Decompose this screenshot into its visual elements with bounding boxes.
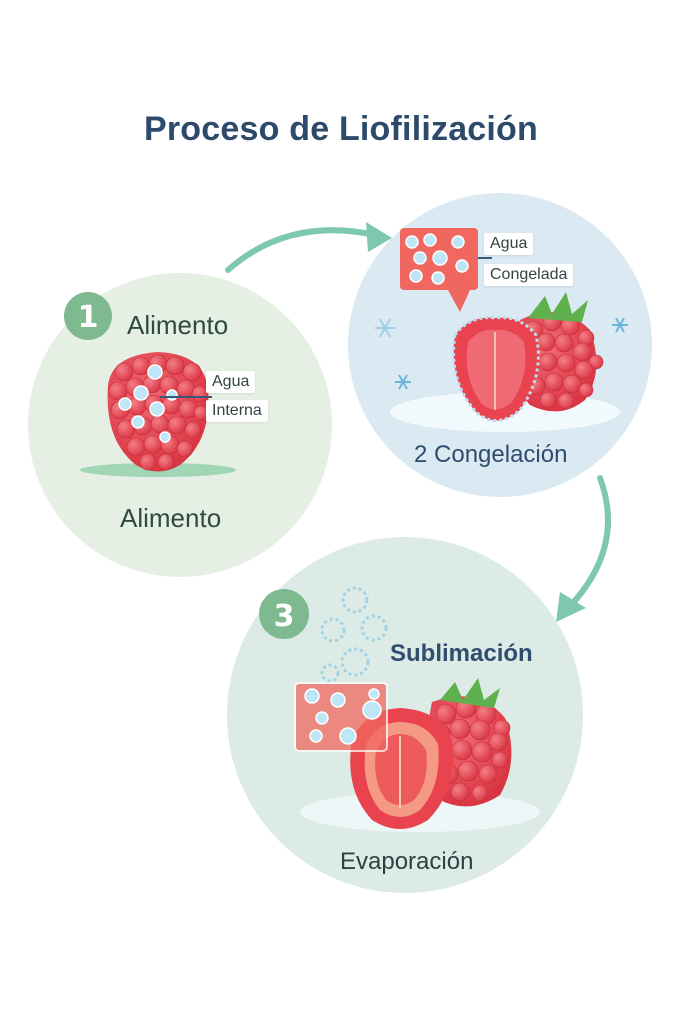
step-3-badge: 3 xyxy=(259,589,309,639)
step-1-callout-line-1: Agua xyxy=(206,371,256,393)
step-1-heading: Alimento xyxy=(127,310,229,340)
arrow-2-to-3 xyxy=(569,475,611,607)
step-1-callout-line-2: Interna xyxy=(206,400,268,422)
raspberry-whole-icon xyxy=(80,352,236,477)
step-2-callout-line-1: Agua xyxy=(484,233,534,255)
svg-text:3: 3 xyxy=(274,599,295,634)
raspberry-frozen-icon xyxy=(452,292,604,422)
page-title: Proceso de Liofilización xyxy=(144,110,538,148)
step-2-callout-line-2: Congelada xyxy=(484,264,574,286)
water-release-callout xyxy=(294,682,388,752)
step-1-caption: Alimento xyxy=(120,503,222,533)
vapor-bubbles-icon xyxy=(320,586,388,683)
arrow-1-head xyxy=(366,222,392,252)
step-3-caption: Evaporación xyxy=(340,848,474,875)
step-2-caption: 2 Congelación xyxy=(414,441,568,468)
step-3-heading: Sublimación xyxy=(390,640,533,667)
arrow-1-to-2 xyxy=(225,227,383,273)
step-1-badge: 1 xyxy=(64,292,112,340)
svg-text:1: 1 xyxy=(78,300,99,335)
arrow-2-head xyxy=(556,592,586,622)
frozen-water-callout xyxy=(400,228,492,312)
